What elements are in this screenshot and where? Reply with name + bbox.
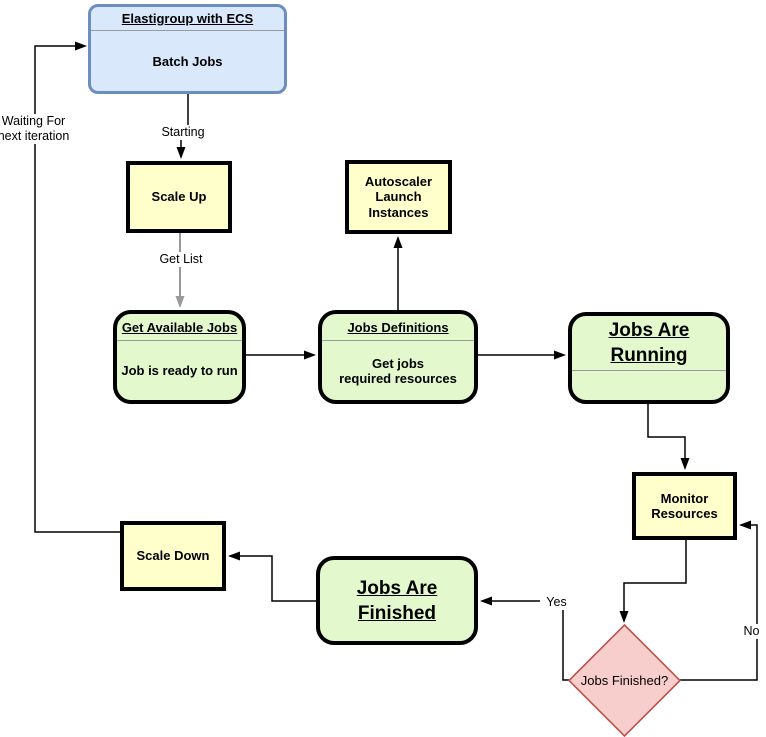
node-title: Elastigroup with ECS (91, 7, 284, 31)
edge-label-no: No (739, 624, 764, 639)
node-scale-down: Scale Down (120, 521, 226, 591)
connector-monitor-to-decision (619, 540, 687, 623)
connector-running-to-monitor (647, 404, 690, 470)
connector-no-to-monitor (680, 520, 758, 681)
node-monitor-resources: Monitor Resources (632, 472, 737, 540)
edge-label-waiting: Waiting For next iteration (0, 114, 76, 144)
node-elastigroup-batch-jobs: Elastigroup with ECS Batch Jobs (88, 4, 287, 94)
node-title: Jobs Definitions (322, 314, 474, 341)
node-body: Get jobs required resources (339, 355, 457, 386)
node-title: Jobs Are Running (572, 316, 726, 371)
edge-label-yes: Yes (540, 595, 573, 610)
connector-yes-to-finished (480, 596, 569, 681)
node-label: Autoscaler Launch Instances (364, 173, 433, 220)
node-title: Get Available Jobs (117, 314, 242, 341)
node-jobs-are-finished: Jobs Are Finished (316, 556, 478, 645)
decision-diamond-shape (567, 623, 682, 737)
node-scale-up: Scale Up (126, 161, 232, 233)
connector-waiting-loop (34, 41, 120, 533)
node-body: Job is ready to run (121, 363, 238, 378)
decision-jobs-finished-label: Jobs Finished? (580, 673, 669, 688)
node-autoscaler-launch-instances: Autoscaler Launch Instances (345, 160, 452, 234)
node-title-text: Jobs Are Finished (356, 577, 438, 624)
node-label: Scale Down (136, 548, 210, 564)
edge-label-get-list: Get List (153, 252, 209, 267)
node-title-text: Elastigroup with ECS (121, 11, 254, 26)
node-get-available-jobs: Get Available Jobs Job is ready to run (113, 310, 246, 404)
edge-label-starting: Starting (155, 125, 211, 140)
node-body (572, 371, 726, 400)
node-title-text: Get Available Jobs (121, 319, 238, 335)
node-jobs-are-running: Jobs Are Running (568, 312, 730, 404)
node-label: Monitor Resources (651, 490, 718, 522)
node-title-text: Jobs Are Running (608, 320, 690, 366)
node-jobs-definitions: Jobs Definitions Get jobs required resou… (318, 310, 478, 404)
node-title-text: Jobs Definitions (347, 319, 449, 335)
connector-finished-to-scaledown (228, 551, 316, 602)
node-body: Batch Jobs (152, 53, 223, 69)
node-label: Scale Up (151, 189, 207, 205)
